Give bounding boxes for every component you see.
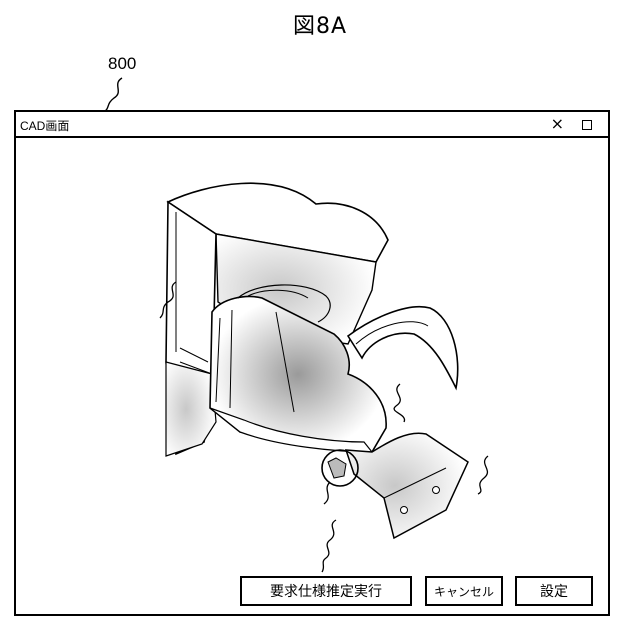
estimate-requirements-button[interactable]: 要求仕様推定実行 — [240, 576, 412, 606]
cad-model-view[interactable] — [16, 112, 612, 618]
cad-window: CAD画面 × — [14, 110, 610, 616]
base-left — [166, 362, 216, 456]
settings-button[interactable]: 設定 — [515, 576, 593, 606]
cancel-button[interactable]: キャンセル — [425, 576, 503, 606]
vessel-handle — [348, 307, 458, 388]
